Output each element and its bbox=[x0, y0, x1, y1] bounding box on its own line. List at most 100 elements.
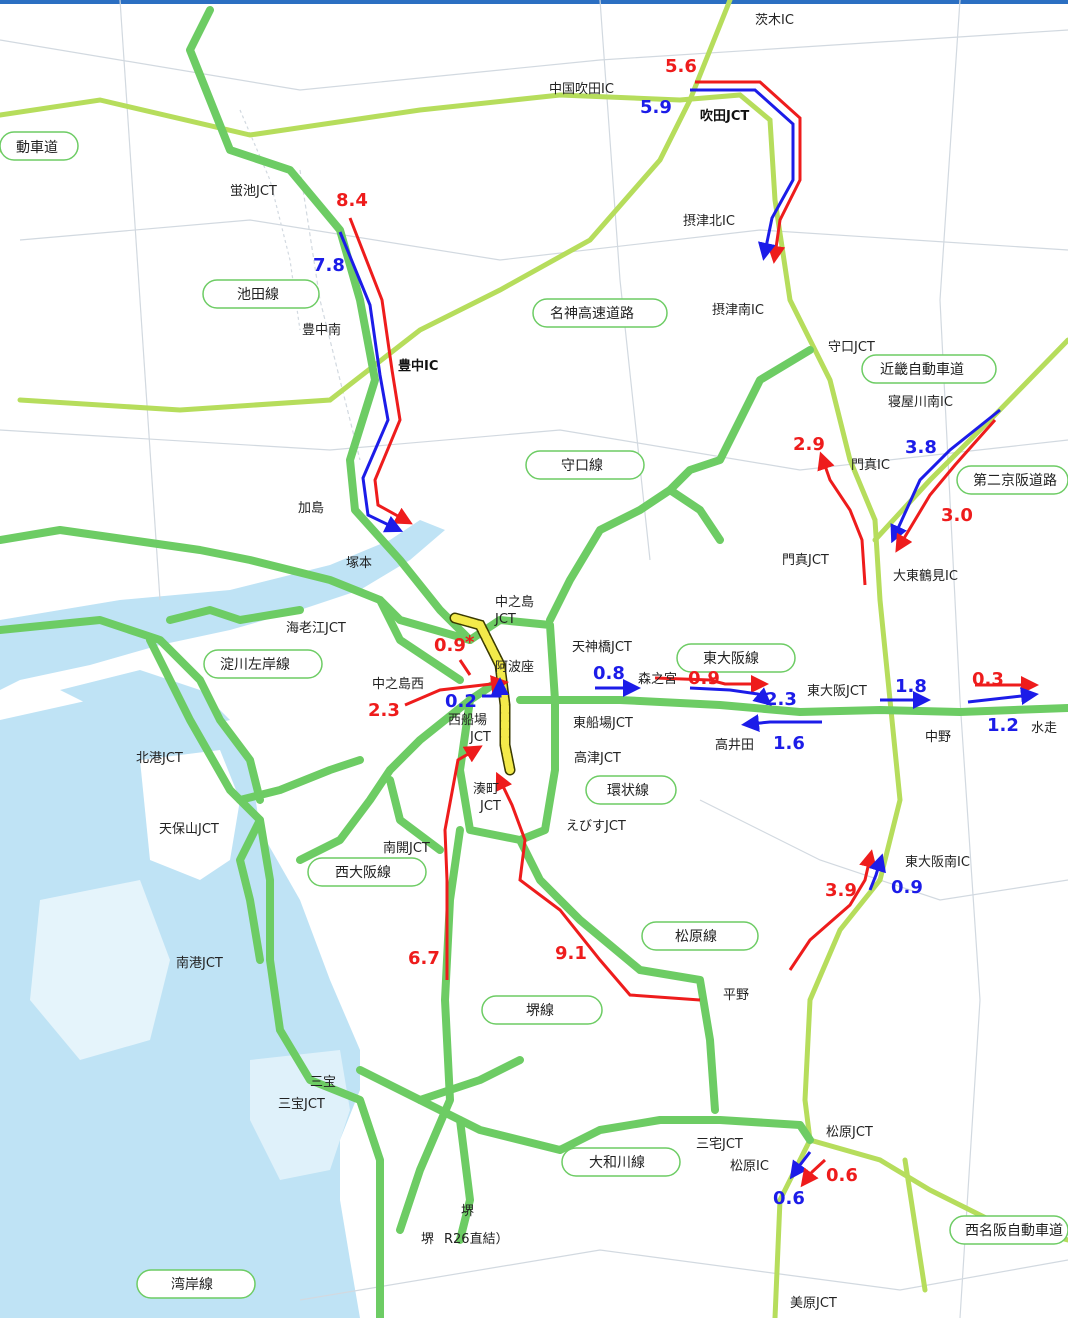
svg-text:3.9: 3.9 bbox=[825, 880, 857, 901]
arrow-2k-red bbox=[895, 419, 997, 553]
svg-text:豊中南: 豊中南 bbox=[302, 322, 341, 338]
yodogawa-left-bank bbox=[0, 616, 264, 804]
svg-text:2.9: 2.9 bbox=[793, 434, 825, 455]
svg-text:豊中IC: 豊中IC bbox=[398, 358, 438, 374]
svg-text:高津JCT: 高津JCT bbox=[574, 750, 621, 766]
svg-text:西名阪自動車道: 西名阪自動車道 bbox=[965, 1222, 1063, 1239]
svg-text:2.3: 2.3 bbox=[765, 689, 797, 710]
svg-text:湊町: 湊町 bbox=[473, 782, 499, 797]
route-label-loop: 環状線 bbox=[585, 775, 677, 805]
svg-text:松原IC: 松原IC bbox=[730, 1159, 769, 1174]
arrow-nakanoshimanishi-red2 bbox=[458, 659, 472, 676]
svg-text:9.1: 9.1 bbox=[555, 943, 587, 964]
svg-text:平野: 平野 bbox=[723, 988, 749, 1003]
svg-text:1.2: 1.2 bbox=[987, 715, 1019, 736]
hanshin-expressways bbox=[0, 6, 1068, 1318]
arrow-2k-blue bbox=[890, 408, 1001, 544]
svg-text:湾岸線: 湾岸線 bbox=[171, 1276, 213, 1293]
yamatogawa-line bbox=[356, 1066, 814, 1154]
arrow-nishiosaka-red bbox=[443, 745, 483, 980]
svg-text:松原JCT: 松原JCT bbox=[826, 1125, 873, 1140]
svg-text:大東鶴見IC: 大東鶴見IC bbox=[893, 568, 958, 584]
route-label-sakai: 堺線 bbox=[481, 995, 603, 1025]
second-keihan bbox=[872, 337, 1068, 543]
svg-text:0.9: 0.9 bbox=[434, 635, 466, 656]
svg-text:中之島西: 中之島西 bbox=[372, 677, 424, 692]
route-labels: 動車道 池田線 名神高速道路 近畿自動車道 守口線 第二京阪道路 東大阪線 淀 bbox=[0, 131, 1068, 1299]
svg-text:JCT: JCT bbox=[479, 799, 501, 814]
svg-text:南港JCT: 南港JCT bbox=[176, 955, 223, 971]
svg-text:守口線: 守口線 bbox=[561, 458, 603, 474]
svg-text:阿波座: 阿波座 bbox=[495, 660, 534, 675]
svg-text:1.8: 1.8 bbox=[895, 676, 927, 697]
svg-text:0.2: 0.2 bbox=[445, 691, 477, 712]
bay-link bbox=[166, 606, 304, 624]
svg-text:淀川左岸線: 淀川左岸線 bbox=[220, 657, 290, 673]
svg-text:守口JCT: 守口JCT bbox=[828, 340, 875, 355]
arrow-ho-red bbox=[788, 849, 877, 971]
svg-text:0.9: 0.9 bbox=[891, 877, 923, 898]
water-areas bbox=[0, 520, 445, 1318]
svg-text:堺線: 堺線 bbox=[526, 1003, 554, 1019]
arrow-takaida-blue bbox=[741, 714, 822, 733]
construction-section bbox=[449, 612, 516, 776]
yodo-river bbox=[0, 520, 445, 690]
svg-text:0.6: 0.6 bbox=[773, 1188, 805, 1209]
svg-text:塚本: 塚本 bbox=[346, 556, 372, 571]
arrow-matsubara-red bbox=[800, 1158, 827, 1188]
svg-text:堺: 堺 bbox=[461, 1204, 474, 1219]
svg-text:西船場: 西船場 bbox=[448, 713, 487, 728]
svg-text:南開JCT: 南開JCT bbox=[383, 840, 430, 856]
svg-text:8.4: 8.4 bbox=[336, 190, 368, 211]
svg-text:北港JCT: 北港JCT bbox=[136, 751, 183, 766]
svg-text:水走: 水走 bbox=[1031, 721, 1057, 736]
arrow-suita-blue bbox=[690, 88, 795, 261]
svg-text:吹田JCT: 吹田JCT bbox=[700, 108, 749, 124]
svg-text:高井田: 高井田 bbox=[715, 737, 754, 753]
wangan-line bbox=[146, 636, 384, 1318]
svg-text:0.8: 0.8 bbox=[593, 663, 625, 684]
port-land bbox=[140, 750, 240, 880]
svg-text:加島: 加島 bbox=[298, 501, 324, 516]
route-label-yodogawa: 淀川左岸線 bbox=[203, 649, 323, 679]
sakai-line bbox=[516, 836, 719, 1114]
svg-text:堺: 堺 bbox=[421, 1232, 434, 1247]
traffic-values: 5.6 5.9 8.4 7.8 2.9 3.8 3.0 0.9 * 0.8 0.… bbox=[313, 56, 1019, 1209]
svg-text:環状線: 環状線 bbox=[607, 783, 649, 799]
svg-text:茨木IC: 茨木IC bbox=[755, 13, 794, 28]
svg-text:海老江JCT: 海老江JCT bbox=[286, 621, 346, 636]
svg-text:松原線: 松原線 bbox=[675, 929, 717, 945]
svg-text:JCT: JCT bbox=[469, 730, 491, 745]
svg-text:三宝JCT: 三宝JCT bbox=[278, 1097, 325, 1112]
svg-text:大和川線: 大和川線 bbox=[589, 1155, 645, 1171]
svg-text:西大阪線: 西大阪線 bbox=[335, 865, 391, 881]
svg-text:蛍池JCT: 蛍池JCT bbox=[230, 184, 277, 199]
svg-text:動車道: 動車道 bbox=[16, 139, 58, 156]
svg-text:東大阪線: 東大阪線 bbox=[703, 651, 759, 667]
route-label-meishin: 名神高速道路 bbox=[532, 298, 668, 328]
route-label-nishiosaka: 西大阪線 bbox=[307, 857, 427, 887]
arrow-mori-blue2 bbox=[689, 686, 772, 706]
svg-text:2.3: 2.3 bbox=[368, 700, 400, 721]
svg-text:東船場JCT: 東船場JCT bbox=[573, 715, 633, 731]
moriguchi-line bbox=[546, 346, 814, 624]
svg-text:門真JCT: 門真JCT bbox=[782, 553, 829, 568]
svg-text:美原JCT: 美原JCT bbox=[790, 1296, 837, 1311]
svg-text:5.9: 5.9 bbox=[640, 97, 672, 118]
svg-text:えびすJCT: えびすJCT bbox=[566, 819, 626, 834]
arrow-sakai-red bbox=[495, 771, 701, 1002]
nishiosaka-line bbox=[296, 696, 474, 864]
svg-text:天神橋JCT: 天神橋JCT bbox=[572, 640, 632, 655]
arrow-awaza-blue bbox=[482, 677, 509, 698]
route-label-kinki: 近畿自動車道 bbox=[861, 354, 997, 384]
route-label-wangan: 湾岸線 bbox=[136, 1269, 256, 1299]
svg-text:*: * bbox=[465, 632, 475, 653]
arrow-ho-blue bbox=[868, 853, 886, 891]
meishin-expressway bbox=[0, 92, 878, 523]
svg-text:三宅JCT: 三宅JCT bbox=[696, 1137, 743, 1152]
svg-text:天保山JCT: 天保山JCT bbox=[159, 822, 219, 837]
matsubara-line-sakai bbox=[396, 826, 464, 1234]
svg-text:6.7: 6.7 bbox=[408, 948, 440, 969]
arrow-ikeda-blue bbox=[338, 231, 404, 533]
